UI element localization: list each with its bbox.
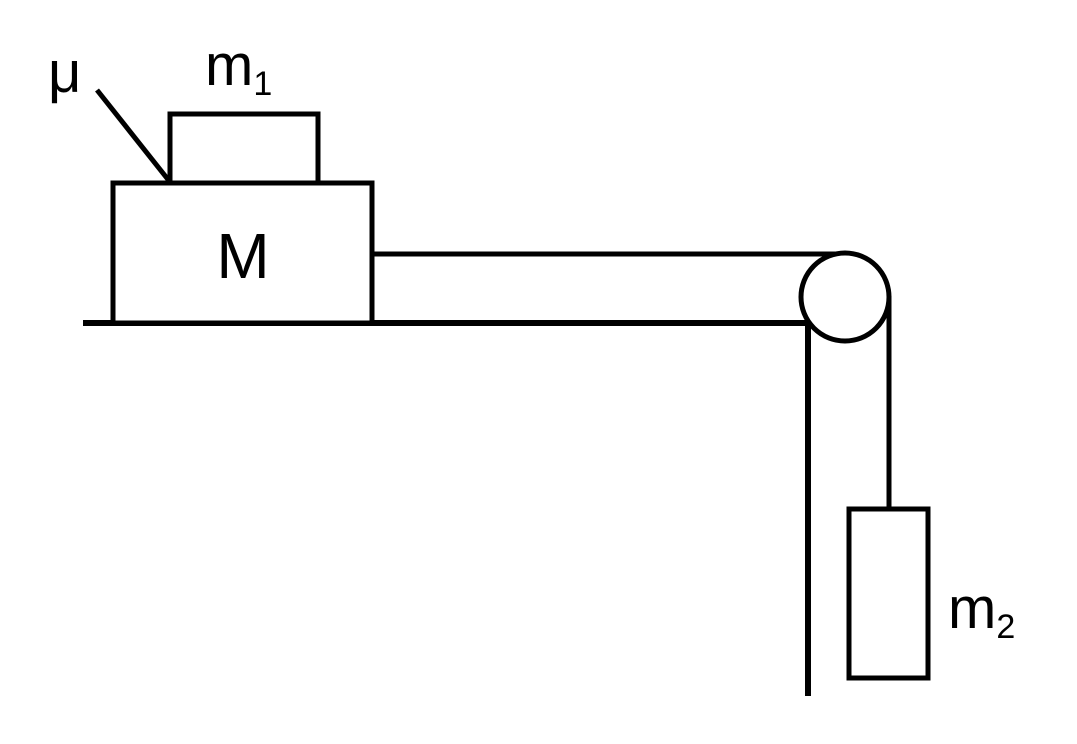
label-m1-base: m [205, 33, 253, 98]
friction-leader-line [95, 88, 172, 184]
label-m2: m2 [948, 576, 1015, 646]
block-M [110, 180, 375, 326]
block-m1 [167, 111, 321, 186]
block-m2 [846, 506, 931, 681]
label-mu: μ [48, 40, 81, 105]
label-m2-subscript: 2 [996, 608, 1015, 646]
label-m1: m1 [205, 33, 272, 103]
pulley [798, 250, 892, 344]
label-m1-subscript: 1 [253, 65, 272, 103]
label-m2-base: m [948, 576, 996, 641]
label-M: M [216, 220, 269, 292]
